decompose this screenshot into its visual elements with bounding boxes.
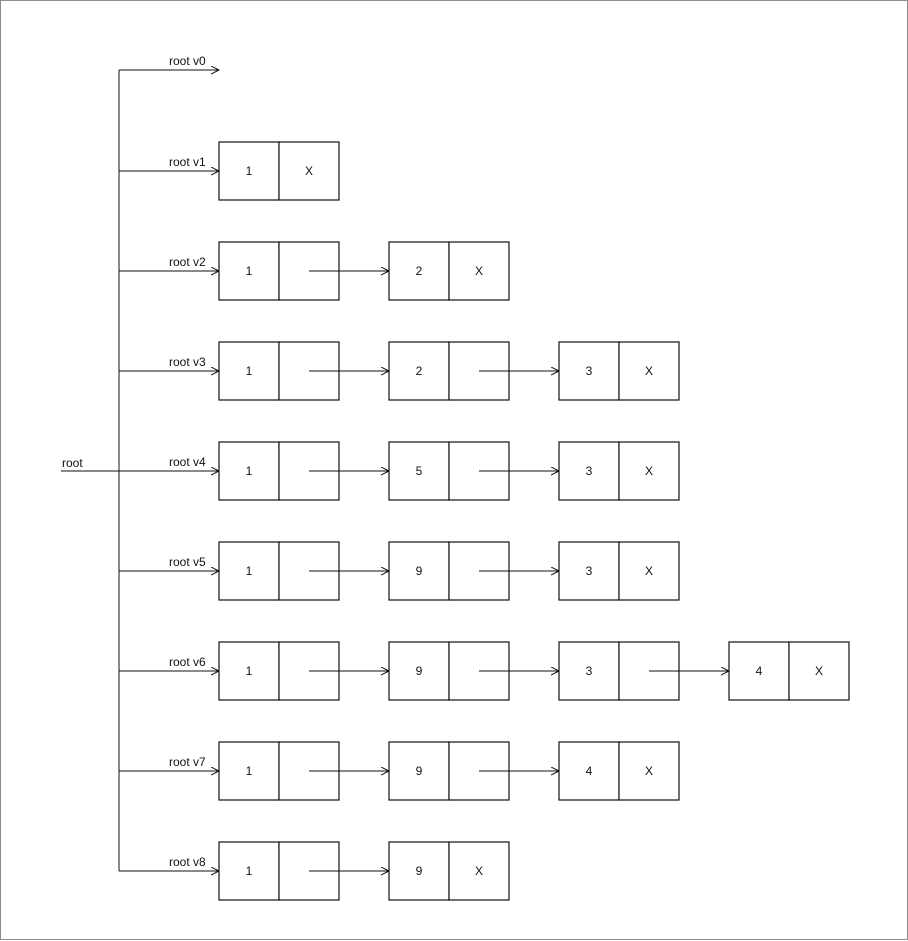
node-value: 1 xyxy=(246,164,253,178)
version-label: root v3 xyxy=(169,355,206,369)
root-label: root xyxy=(62,456,83,470)
null-marker: X xyxy=(475,264,483,278)
node-value-cell xyxy=(388,641,450,701)
null-marker: X xyxy=(475,864,483,878)
list-node: 9 xyxy=(388,541,559,601)
null-marker: X xyxy=(305,164,313,178)
null-marker: X xyxy=(645,764,653,778)
list-node: 2 xyxy=(388,341,559,401)
node-value: 3 xyxy=(586,664,593,678)
list-node: 1 xyxy=(218,541,389,601)
list-node: 1 xyxy=(218,241,389,301)
node-next-cell xyxy=(278,141,340,201)
node-value-cell xyxy=(558,641,620,701)
node-value: 4 xyxy=(586,764,593,778)
node-value-cell xyxy=(558,541,620,601)
node-value: 1 xyxy=(246,464,253,478)
version-label: root v6 xyxy=(169,655,206,669)
node-value: 9 xyxy=(416,864,423,878)
node-value-cell xyxy=(388,241,450,301)
node-next-cell xyxy=(618,541,680,601)
node-value-cell xyxy=(218,241,280,301)
version-label: root v0 xyxy=(169,54,206,68)
node-value-cell xyxy=(218,441,280,501)
list-node: 1 xyxy=(218,341,389,401)
node-value: 9 xyxy=(416,564,423,578)
version-label: root v8 xyxy=(169,855,206,869)
null-marker: X xyxy=(645,464,653,478)
node-value-cell xyxy=(388,541,450,601)
version-row: root v0 xyxy=(119,54,219,70)
list-node: 1 xyxy=(218,741,389,801)
node-next-cell xyxy=(618,341,680,401)
node-value-cell xyxy=(558,741,620,801)
node-value: 1 xyxy=(246,864,253,878)
node-value-cell xyxy=(218,741,280,801)
list-node: 9 xyxy=(388,641,559,701)
node-value: 1 xyxy=(246,364,253,378)
list-node: 1 xyxy=(218,641,389,701)
node-value: 3 xyxy=(586,464,593,478)
null-marker: X xyxy=(645,564,653,578)
node-value-cell xyxy=(388,841,450,901)
node-value-cell xyxy=(218,841,280,901)
version-label: root v1 xyxy=(169,155,206,169)
node-value: 4 xyxy=(756,664,763,678)
list-node: 5 xyxy=(388,441,559,501)
node-next-cell xyxy=(618,441,680,501)
node-next-cell xyxy=(448,241,510,301)
list-node: 9 xyxy=(388,741,559,801)
node-value-cell xyxy=(388,741,450,801)
node-value: 2 xyxy=(416,264,423,278)
version-label: root v4 xyxy=(169,455,206,469)
node-value: 1 xyxy=(246,264,253,278)
node-value: 1 xyxy=(246,564,253,578)
null-marker: X xyxy=(815,664,823,678)
node-value-cell xyxy=(388,441,450,501)
node-value: 3 xyxy=(586,364,593,378)
node-value: 2 xyxy=(416,364,423,378)
node-value: 5 xyxy=(416,464,423,478)
list-node: 1 xyxy=(218,841,389,901)
node-value: 3 xyxy=(586,564,593,578)
node-value: 1 xyxy=(246,764,253,778)
node-next-cell xyxy=(788,641,850,701)
list-node: 1 xyxy=(218,441,389,501)
node-value-cell xyxy=(218,141,280,201)
node-value-cell xyxy=(388,341,450,401)
version-label: root v7 xyxy=(169,755,206,769)
node-value: 1 xyxy=(246,664,253,678)
node-value: 9 xyxy=(416,764,423,778)
node-next-cell xyxy=(618,741,680,801)
list-node: 3 xyxy=(558,641,729,701)
root-pointer: root xyxy=(61,456,119,472)
null-marker: X xyxy=(645,364,653,378)
node-value-cell xyxy=(558,441,620,501)
node-value-cell xyxy=(218,541,280,601)
node-value-cell xyxy=(558,341,620,401)
node-next-cell xyxy=(448,841,510,901)
node-value: 9 xyxy=(416,664,423,678)
version-label: root v5 xyxy=(169,555,206,569)
version-label: root v2 xyxy=(169,255,206,269)
